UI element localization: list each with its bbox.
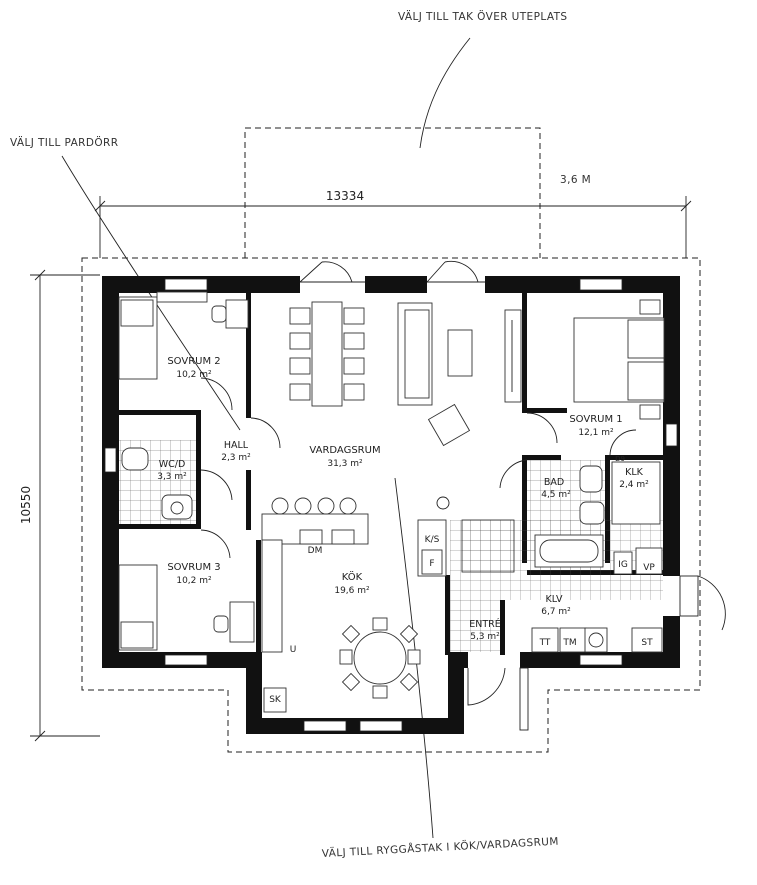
room-kok-area: 19,6 m² (334, 586, 370, 596)
room-sovrum3-area: 10,2 m² (176, 576, 212, 586)
bad-fixtures (534, 465, 605, 568)
note-roof-over-patio: VÄLJ TILL TAK ÖVER UTEPLATS (398, 10, 567, 23)
fixture-u: U (290, 645, 297, 655)
room-klv: KLV 6,7 m² (541, 594, 571, 617)
tv-unit (504, 309, 522, 403)
room-vardagsrum-area: 31,3 m² (327, 459, 363, 469)
patio-doors (299, 260, 485, 283)
room-sovrum2: SOVRUM 2 10,2 m² (167, 356, 220, 380)
laundry-units (531, 627, 663, 653)
fixture-f: F (429, 559, 434, 569)
side-door (679, 575, 726, 631)
depth-dimension: 10550 (19, 269, 100, 742)
room-wc-area: 3,3 m² (157, 472, 187, 482)
room-entre-area: 5,3 m² (470, 632, 500, 642)
room-entre: ENTRÉ 5,3 m² (469, 618, 501, 642)
room-entre-name: ENTRÉ (469, 618, 501, 630)
sofa (397, 302, 473, 447)
note-ridge-roof: VÄLJ TILL RYGGÅSTAK I KÖK/VARDAGSRUM (321, 835, 559, 860)
room-sovrum2-area: 10,2 m² (176, 370, 212, 380)
door-swings (200, 377, 637, 559)
fixture-sk: SK (269, 695, 282, 705)
fixture-tt: TT (539, 638, 551, 648)
fixture-d9: D9 (615, 455, 625, 463)
depth-dimension-label: 10550 (19, 486, 33, 524)
entrance-door (467, 667, 529, 731)
round-table (339, 617, 421, 699)
room-kok: KÖK 19,6 m² (334, 570, 370, 596)
stairs (461, 519, 515, 573)
room-bad: BAD 4,5 m² (541, 477, 571, 500)
patio-roof-outline (244, 127, 541, 258)
kitchen-counters (261, 497, 447, 713)
note-roof-over-patio-leader (419, 37, 471, 149)
room-klk: KLK 2,4 m² (619, 467, 649, 490)
fixture-dm: DM (308, 546, 323, 556)
roof-outline (81, 257, 701, 753)
room-wc: WC/D 3,3 m² (157, 459, 187, 482)
room-sovrum3-name: SOVRUM 3 (167, 562, 220, 573)
fixture-ks: K/S (425, 535, 440, 545)
room-klv-name: KLV (546, 594, 563, 605)
room-sovrum1: SOVRUM 1 12,1 m² (569, 414, 622, 438)
room-bad-area: 4,5 m² (541, 490, 571, 500)
dining-table (289, 301, 365, 407)
room-klv-area: 6,7 m² (541, 607, 571, 617)
bed-sovrum1 (573, 299, 665, 420)
fixture-st: ST (641, 638, 653, 648)
room-vardagsrum-name: VARDAGSRUM (309, 445, 380, 456)
wc-fixtures (121, 447, 193, 520)
fixture-tm: TM (562, 638, 576, 648)
room-sovrum3: SOVRUM 3 10,2 m² (167, 562, 220, 586)
note-double-door: VÄLJ TILL PARDÖRR (10, 136, 118, 149)
fixture-ig: IG (618, 560, 628, 570)
room-bad-name: BAD (544, 477, 564, 488)
utility-units (613, 547, 663, 575)
room-sovrum2-name: SOVRUM 2 (167, 356, 220, 367)
bed-sovrum2 (118, 291, 249, 380)
windows (104, 278, 678, 732)
room-wc-name: WC/D (159, 459, 186, 470)
fixture-vp: VP (643, 563, 655, 573)
room-klk-area: 2,4 m² (619, 480, 649, 490)
room-hall-name: HALL (224, 440, 249, 451)
bed-sovrum3 (118, 564, 255, 651)
room-vardagsrum: VARDAGSRUM 31,3 m² (309, 445, 380, 469)
klk-closet (611, 461, 661, 525)
room-hall: HALL 2,3 m² (221, 440, 251, 463)
room-sovrum1-name: SOVRUM 1 (569, 414, 622, 425)
width-dimension-label: 13334 (326, 189, 364, 203)
room-hall-area: 2,3 m² (221, 453, 251, 463)
room-kok-name: KÖK (342, 570, 363, 583)
room-sovrum1-area: 12,1 m² (578, 428, 614, 438)
note-patio-depth: 3,6 M (560, 174, 591, 186)
room-klk-name: KLK (625, 467, 644, 478)
width-dimension: 13334 (94, 189, 692, 258)
